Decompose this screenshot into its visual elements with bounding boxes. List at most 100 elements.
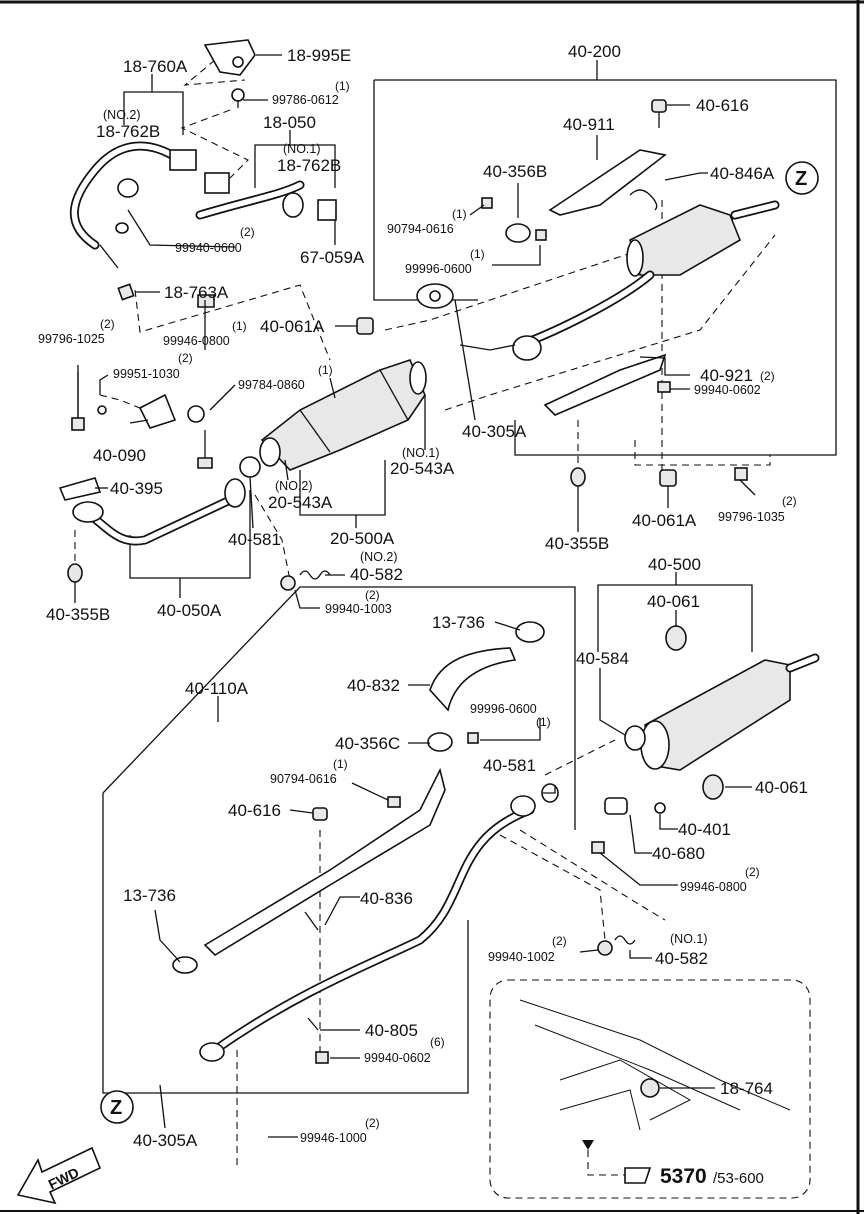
label-99946-0800-b: 99946-0800 — [680, 880, 747, 894]
label-99784-0860: 99784-0860 — [238, 378, 305, 392]
bolt-18-763A-drawing — [117, 283, 135, 301]
label-99796-1025: 99796-1025 — [38, 332, 105, 346]
label-99946-1000: 99946-1000 — [300, 1131, 367, 1145]
gasket-40-305A-drawing — [416, 283, 454, 309]
label-18-762B-b: 18-762B — [277, 156, 341, 175]
label-99940-0602-a: 99940-0602 — [694, 383, 761, 397]
label-40-395: 40-395 — [110, 479, 163, 498]
label-40-680: 40-680 — [652, 844, 705, 863]
label-40-616-a: 40-616 — [696, 96, 749, 115]
qty-99940-0600: (2) — [240, 225, 255, 239]
ref-page-link[interactable]: 5370 — [660, 1165, 707, 1188]
main-muffler-drawing — [591, 625, 820, 854]
qty-99940-0602-b: (6) — [430, 1035, 445, 1049]
qty-99796-1035: (2) — [782, 494, 797, 508]
label-40-305A-b: 40-305A — [133, 1131, 198, 1150]
sensor-harness-drawing — [69, 141, 337, 269]
bracket-40-500 — [597, 584, 753, 652]
z-reference-circle — [100, 1090, 134, 1124]
label-40-356C: 40-356C — [335, 734, 400, 753]
label-99951-1030: 99951-1030 — [113, 367, 180, 381]
label-99786-0612: 99786-0612 — [272, 93, 339, 107]
label-40-061A-b: 40-061A — [632, 511, 697, 530]
label-40-581-b: 40-581 — [483, 756, 536, 775]
label-18-762B-a: 18-762B — [96, 122, 160, 141]
box-40-200-right — [374, 79, 837, 456]
label-40-832: 40-832 — [347, 676, 400, 695]
label-99940-1002: 99940-1002 — [488, 950, 555, 964]
qty-90794-0616-a: (1) — [452, 207, 467, 221]
label-no1-a: (NO.1) — [283, 142, 321, 156]
label-40-911: 40-911 — [563, 115, 615, 134]
label-40-401: 40-401 — [678, 820, 731, 839]
label-40-090: 40-090 — [93, 446, 146, 465]
dashed-line — [444, 234, 776, 411]
label-99940-1003: 99940-1003 — [325, 602, 392, 616]
oxygen-sensor-bracket-drawing — [203, 39, 256, 108]
qty-99796-1025: (2) — [100, 317, 115, 331]
qty-99951-1030: (2) — [178, 351, 193, 365]
label-99996-0600-a: 99996-0600 — [405, 262, 472, 276]
label-z-a: Z — [795, 168, 807, 190]
label-z-b: Z — [110, 1097, 122, 1119]
bracket-40-050A — [129, 490, 251, 579]
label-99940-0602-b: 99940-0602 — [364, 1051, 431, 1065]
label-40-355B-a: 40-355B — [545, 534, 609, 553]
label-40-061-b: 40-061 — [755, 778, 808, 797]
spring-40-582-drawing — [280, 570, 636, 956]
qty-99786-0612: (1) — [335, 79, 350, 93]
dashed-line — [544, 739, 616, 776]
bracket-18-760A — [123, 91, 184, 135]
label-90794-0616-b: 90794-0616 — [270, 772, 337, 786]
label-group-40-200: 40-200 — [568, 42, 621, 61]
dashed-line — [99, 394, 146, 411]
clamp-40-356B-drawing — [481, 197, 547, 243]
label-no2-c: (NO.2) — [360, 550, 398, 564]
label-40-921: 40-921 — [700, 366, 753, 385]
label-group-18-760A: 18-760A — [123, 57, 188, 76]
label-20-543A-b: 20-543A — [268, 493, 333, 512]
dashed-line — [634, 440, 771, 466]
box-40-110A-top — [102, 586, 576, 830]
label-group-40-050A: 40-050A — [157, 601, 222, 620]
label-40-836: 40-836 — [360, 889, 413, 908]
qty-99946-1000: (2) — [365, 1116, 380, 1130]
label-18-995E: 18-995E — [287, 46, 351, 65]
bracket-18-050 — [254, 144, 336, 188]
label-99946-0800-a: 99946-0800 — [163, 334, 230, 348]
label-40-305A-a: 40-305A — [462, 422, 527, 441]
label-40-061A-a: 40-061A — [260, 317, 325, 336]
label-40-846A: 40-846A — [710, 164, 775, 183]
label-67-059A: 67-059A — [300, 248, 365, 267]
forward-arrow-icon — [16, 1146, 102, 1205]
bracket-40-090-drawing — [71, 294, 215, 469]
label-no2-a: (NO.2) — [103, 108, 141, 122]
qty-99996-0600-a: (1) — [470, 247, 485, 261]
qty-99946-0800-b: (2) — [745, 865, 760, 879]
center-muffler-drawing — [459, 200, 780, 361]
label-18-764: 18-764 — [720, 1079, 773, 1098]
label-20-543A-a: 20-543A — [390, 459, 455, 478]
label-group-20-500A: 20-500A — [330, 529, 395, 548]
dashed-line — [134, 284, 331, 361]
label-no1-b: (NO.1) — [402, 446, 440, 460]
label-group-40-500: 40-500 — [648, 555, 701, 574]
qty-99940-1003: (2) — [365, 588, 380, 602]
label-no2-b: (NO.2) — [275, 479, 313, 493]
label-13-736-a: 13-736 — [432, 613, 485, 632]
leader-lines — [74, 54, 756, 1138]
label-group-40-110A: 40-110A — [185, 679, 249, 698]
bracket-20-500A — [299, 460, 386, 516]
label-group-18-050: 18-050 — [263, 113, 316, 132]
label-13-736-b: 13-736 — [123, 886, 176, 905]
qty-99946-0800-a: (1) — [232, 319, 247, 333]
box-40-110A-bottom — [102, 793, 469, 1094]
inset-frame-drawing — [489, 979, 811, 1199]
z-reference-circle — [785, 161, 819, 195]
label-no1-c: (NO.1) — [670, 932, 708, 946]
insulator-lower-drawing — [172, 621, 545, 1064]
label-40-584: 40-584 — [576, 649, 629, 668]
label-40-805: 40-805 — [365, 1021, 418, 1040]
qty-99940-0602-a: (2) — [760, 369, 775, 383]
